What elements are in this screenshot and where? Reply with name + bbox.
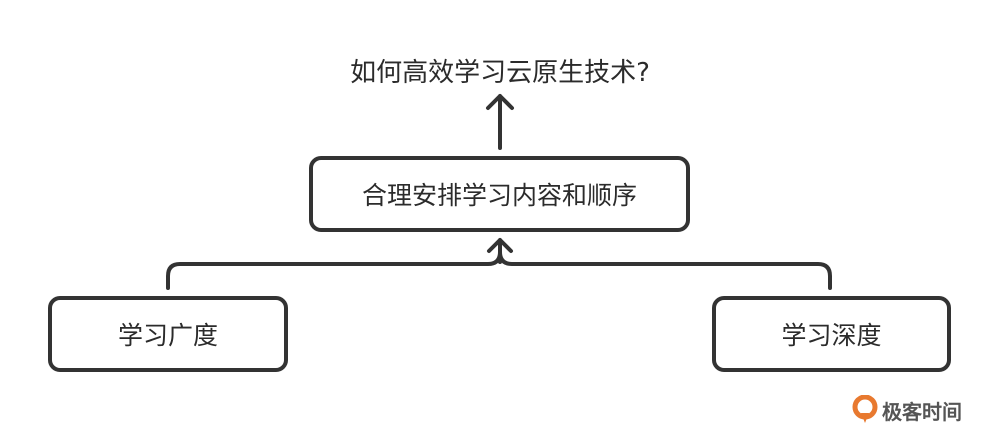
logo: 极客时间 bbox=[852, 395, 962, 425]
center-node: 合理安排学习内容和顺序 bbox=[309, 156, 690, 232]
left-node: 学习广度 bbox=[48, 296, 288, 372]
right-node: 学习深度 bbox=[712, 296, 951, 372]
goal-title: 如何高效学习云原生技术? bbox=[350, 58, 650, 88]
logo-icon bbox=[852, 395, 878, 423]
arrow-to-goal bbox=[486, 94, 514, 150]
logo-text: 极客时间 bbox=[882, 399, 962, 424]
arrow-to-center bbox=[487, 238, 513, 264]
